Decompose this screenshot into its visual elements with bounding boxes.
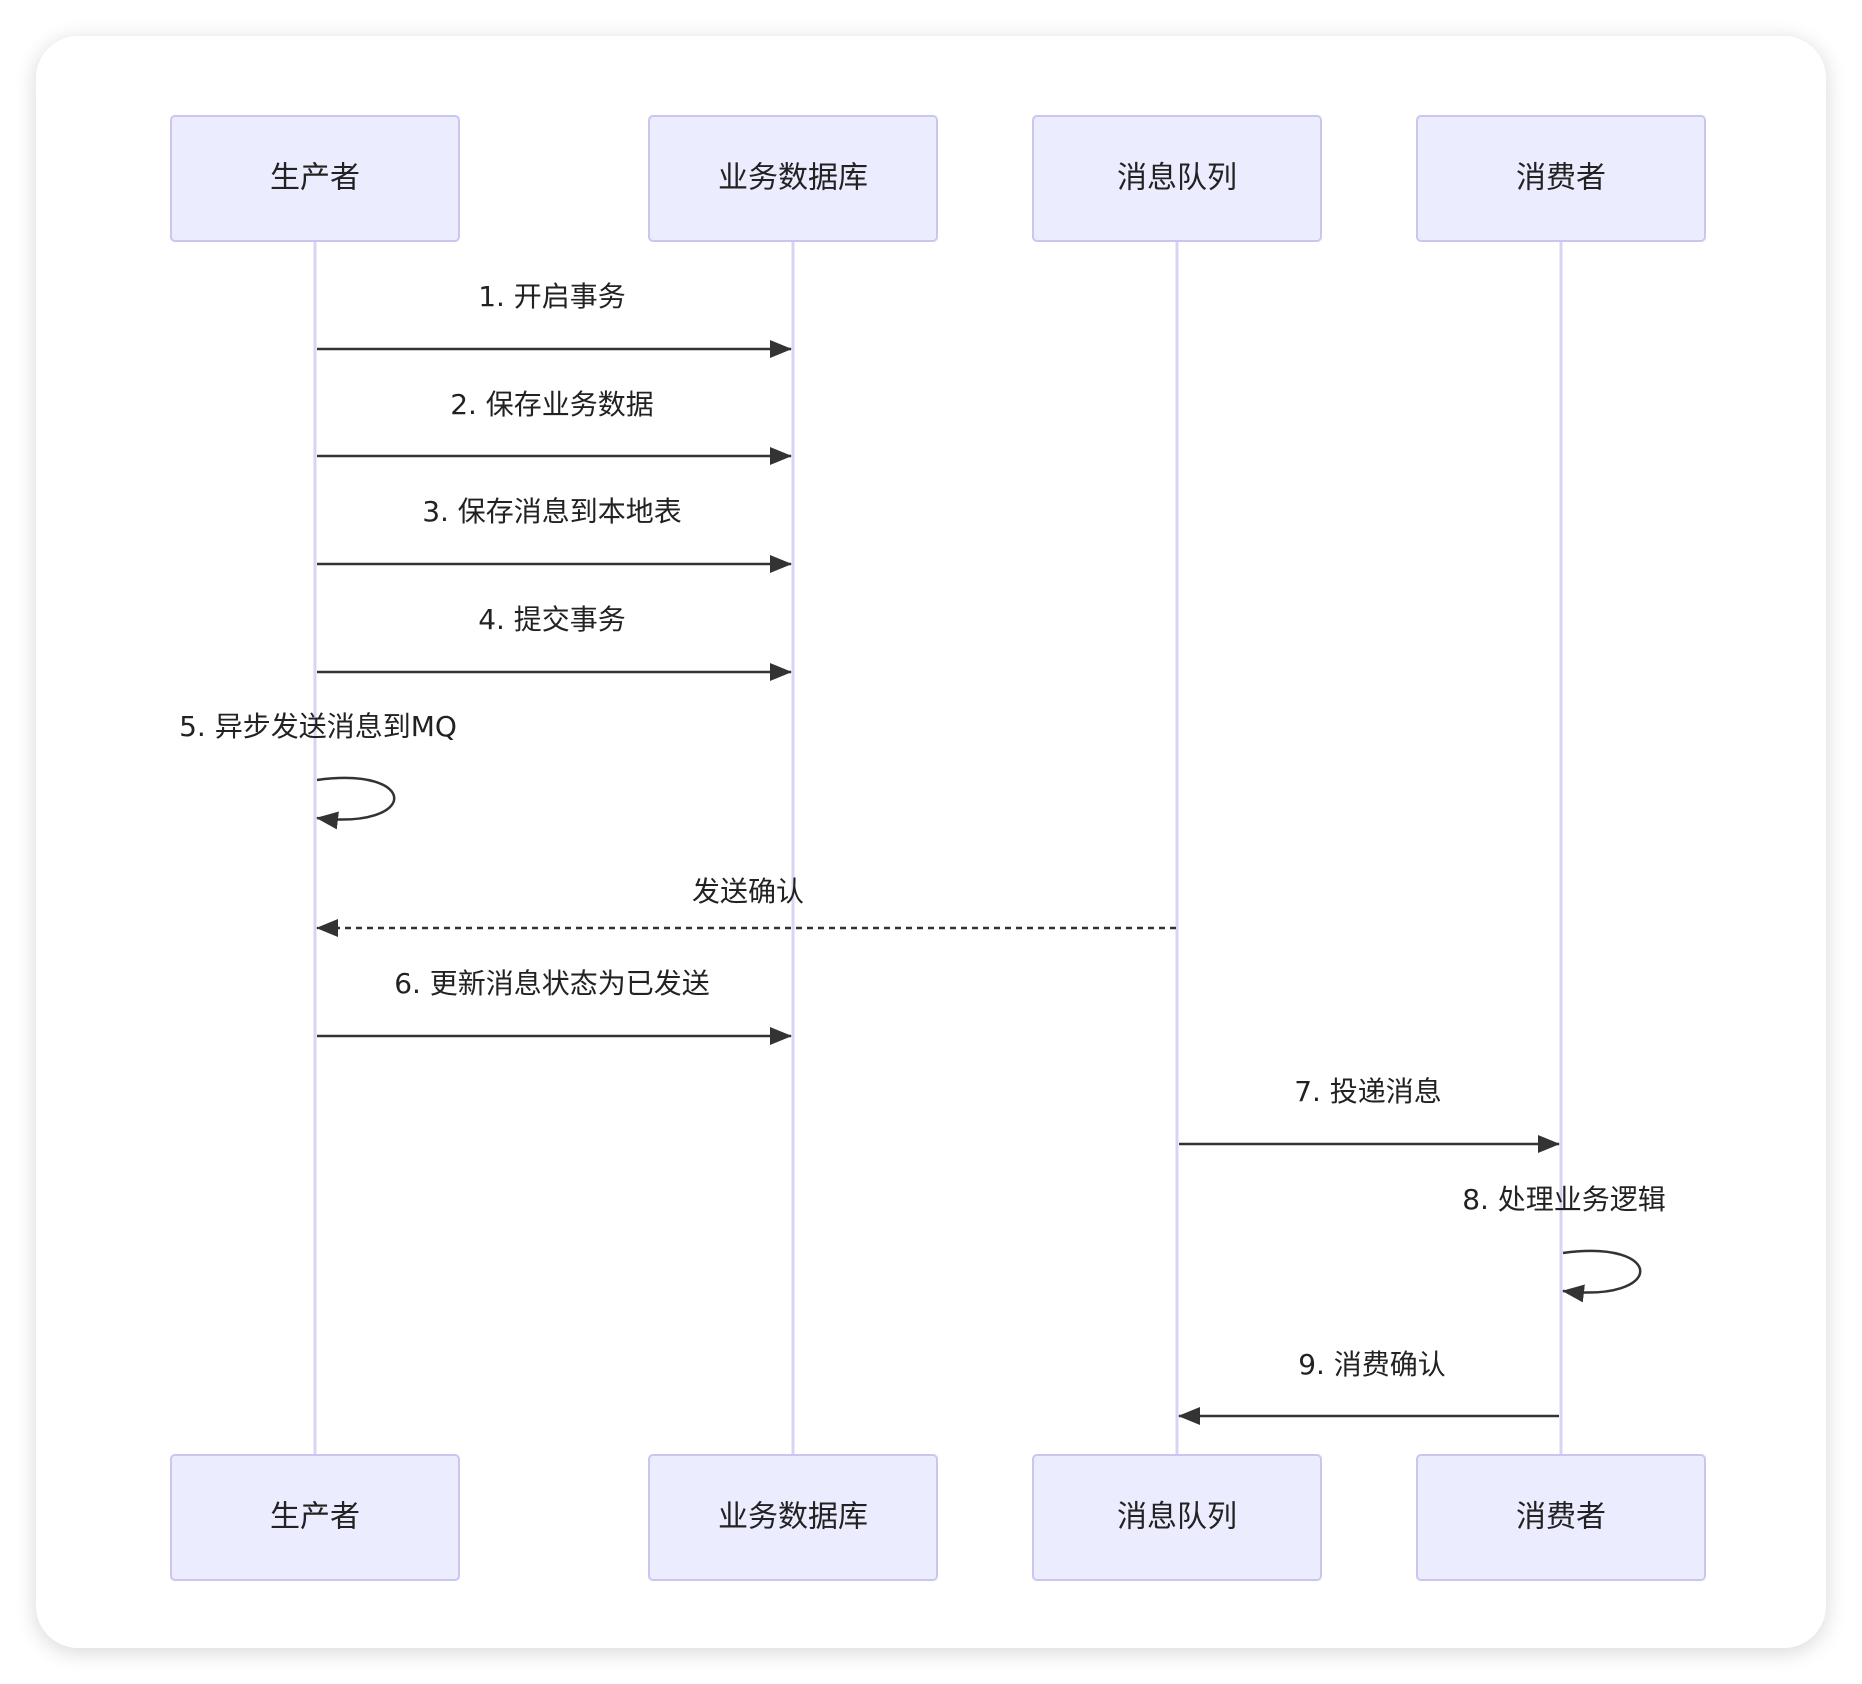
message-2: 2. 保存业务数据	[317, 388, 792, 465]
message-label: 8. 处理业务逻辑	[1462, 1183, 1666, 1216]
message-label: 5. 异步发送消息到MQ	[179, 710, 457, 743]
message-label: 1. 开启事务	[478, 280, 626, 313]
message-8: 8. 处理业务逻辑	[1462, 1183, 1666, 1303]
message-label: 7. 投递消息	[1294, 1075, 1442, 1108]
self-loop-arrow	[1562, 1249, 1642, 1303]
actor-consumer-top: 消费者	[1416, 115, 1706, 242]
actor-business-db-bottom: 业务数据库	[648, 1454, 938, 1581]
message-3: 3. 保存消息到本地表	[317, 495, 792, 573]
actor-label: 消费者	[1516, 1500, 1606, 1535]
actor-consumer-bottom: 消费者	[1416, 1454, 1706, 1581]
messages: 1. 开启事务 2. 保存业务数据 3. 保存消息到本地表 4. 提交事务 5.…	[179, 280, 1666, 1425]
lifelines	[313, 242, 1563, 1455]
message-9: 9. 消费确认	[1178, 1348, 1559, 1425]
self-loop-arrow	[316, 776, 396, 830]
actor-producer-top: 生产者	[170, 115, 460, 242]
message-ack: 发送确认	[316, 875, 1176, 937]
message-label: 9. 消费确认	[1298, 1348, 1446, 1381]
message-7: 7. 投递消息	[1179, 1075, 1560, 1153]
actor-label: 业务数据库	[718, 1500, 868, 1535]
message-1: 1. 开启事务	[317, 280, 792, 358]
message-5: 5. 异步发送消息到MQ	[179, 710, 457, 830]
message-6: 6. 更新消息状态为已发送	[317, 967, 792, 1045]
message-label: 发送确认	[692, 875, 804, 908]
message-4: 4. 提交事务	[317, 603, 792, 681]
actor-message-queue-bottom: 消息队列	[1032, 1454, 1322, 1581]
message-label: 2. 保存业务数据	[450, 388, 654, 421]
actor-label: 业务数据库	[718, 161, 868, 196]
message-label: 4. 提交事务	[478, 603, 626, 636]
actor-label: 消息队列	[1117, 1500, 1237, 1535]
actor-label: 消费者	[1516, 161, 1606, 196]
actor-label: 消息队列	[1117, 161, 1237, 196]
message-label: 6. 更新消息状态为已发送	[394, 967, 710, 1000]
actor-producer-bottom: 生产者	[170, 1454, 460, 1581]
actor-business-db-top: 业务数据库	[648, 115, 938, 242]
actors-bottom: 生产者 业务数据库 消息队列 消费者	[170, 1454, 1706, 1581]
actors-top: 生产者 业务数据库 消息队列 消费者	[170, 115, 1706, 242]
message-label: 3. 保存消息到本地表	[422, 495, 682, 528]
actor-label: 生产者	[270, 161, 360, 196]
actor-label: 生产者	[270, 1500, 360, 1535]
diagram-card	[36, 36, 1826, 1648]
actor-message-queue-top: 消息队列	[1032, 115, 1322, 242]
